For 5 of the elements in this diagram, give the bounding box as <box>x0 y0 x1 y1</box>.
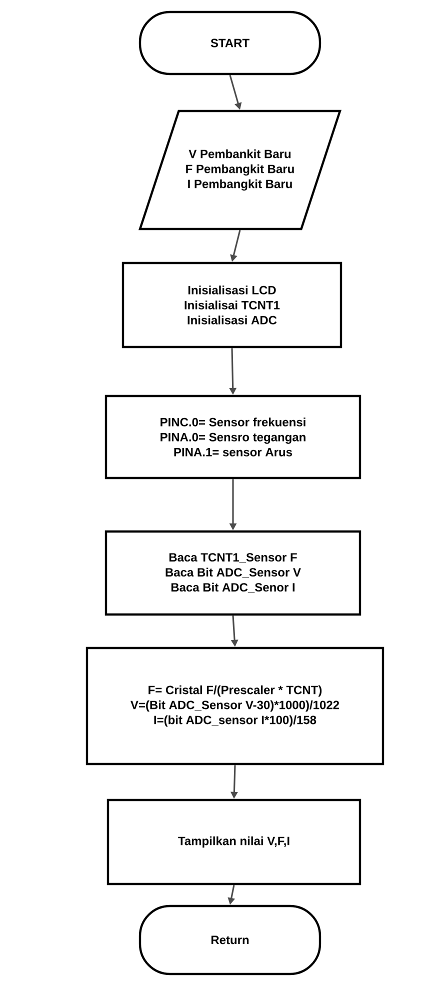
process-box: F= Cristal F/(Prescaler * TCNT) V=(Bit ADC_Sensor V-30)*1000)/1022 I=(bit ADC_sensor I*100)/158 <box>86 646 384 766</box>
process-box: PINC.0= Sensor frekuensi PINA.0= Sensro tegangan PINA.1= sensor Arus <box>104 394 362 480</box>
process-box: Baca TCNT1_Sensor F Baca Bit ADC_Sensor V Baca Bit ADC_Senor I <box>104 530 362 616</box>
process-box: Inisialisasi LCD Inisialisai TCNT1 Inisialisasi ADC <box>122 262 342 348</box>
process-box: Tampilkan nilai V,F,I <box>106 798 362 886</box>
